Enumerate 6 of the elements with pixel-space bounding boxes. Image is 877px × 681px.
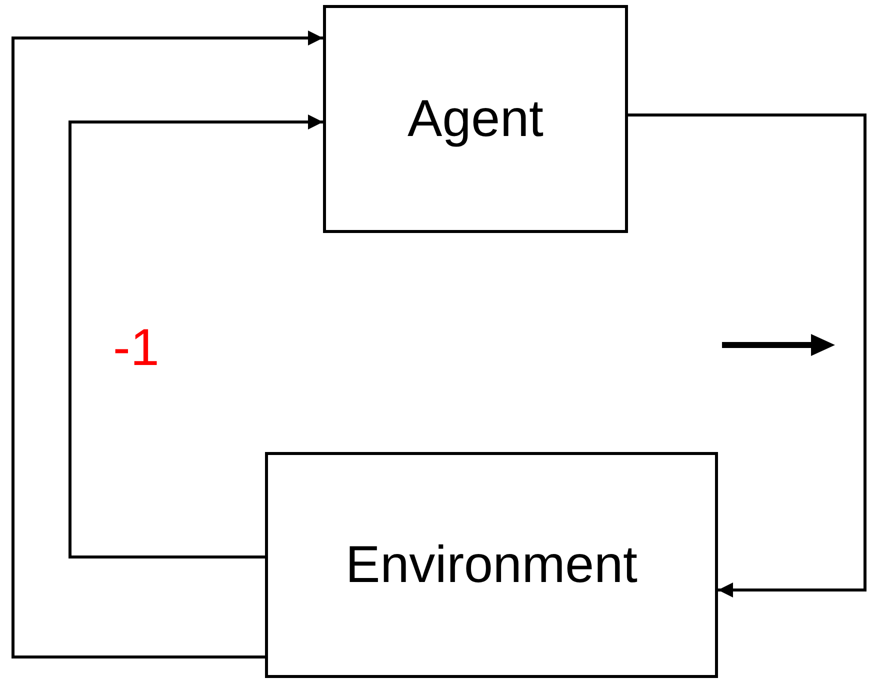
process-box: Agent xyxy=(323,5,628,233)
annotation-label: -1 xyxy=(113,322,160,374)
process-box: Environment xyxy=(265,452,718,678)
connector-arrow xyxy=(628,114,866,598)
connector-arrow xyxy=(68,114,323,558)
connector-arrow xyxy=(12,30,323,658)
